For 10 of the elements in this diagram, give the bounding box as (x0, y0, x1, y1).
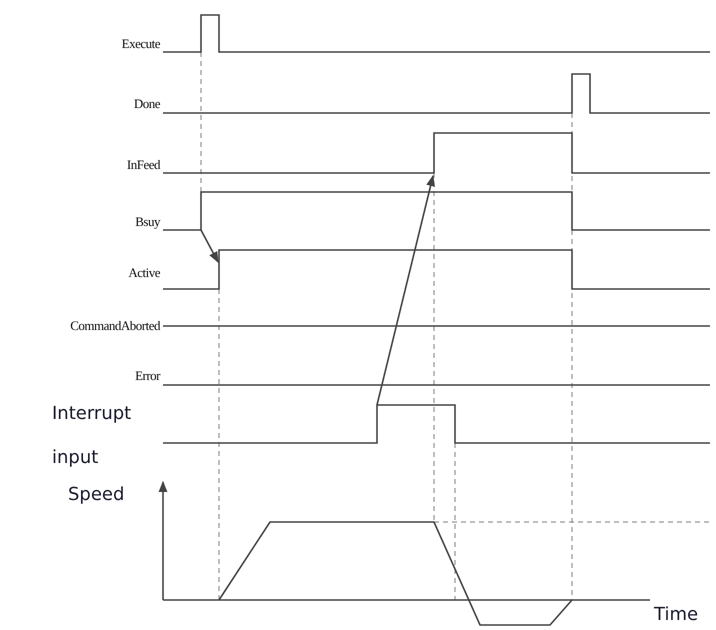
signal-name: Interrupt input (52, 402, 132, 470)
signal-name: InFeed (126, 157, 160, 173)
signal-name: Done (132, 96, 160, 112)
signal-name: Time (654, 604, 698, 625)
signal-name: Speed (68, 484, 124, 505)
signal-name: Active (127, 265, 160, 281)
signal-name: CommandAborted (69, 318, 160, 334)
signal-name: Error (134, 368, 160, 384)
signal-name: Bsuy (134, 214, 160, 230)
signal-name: Execute (120, 36, 160, 52)
